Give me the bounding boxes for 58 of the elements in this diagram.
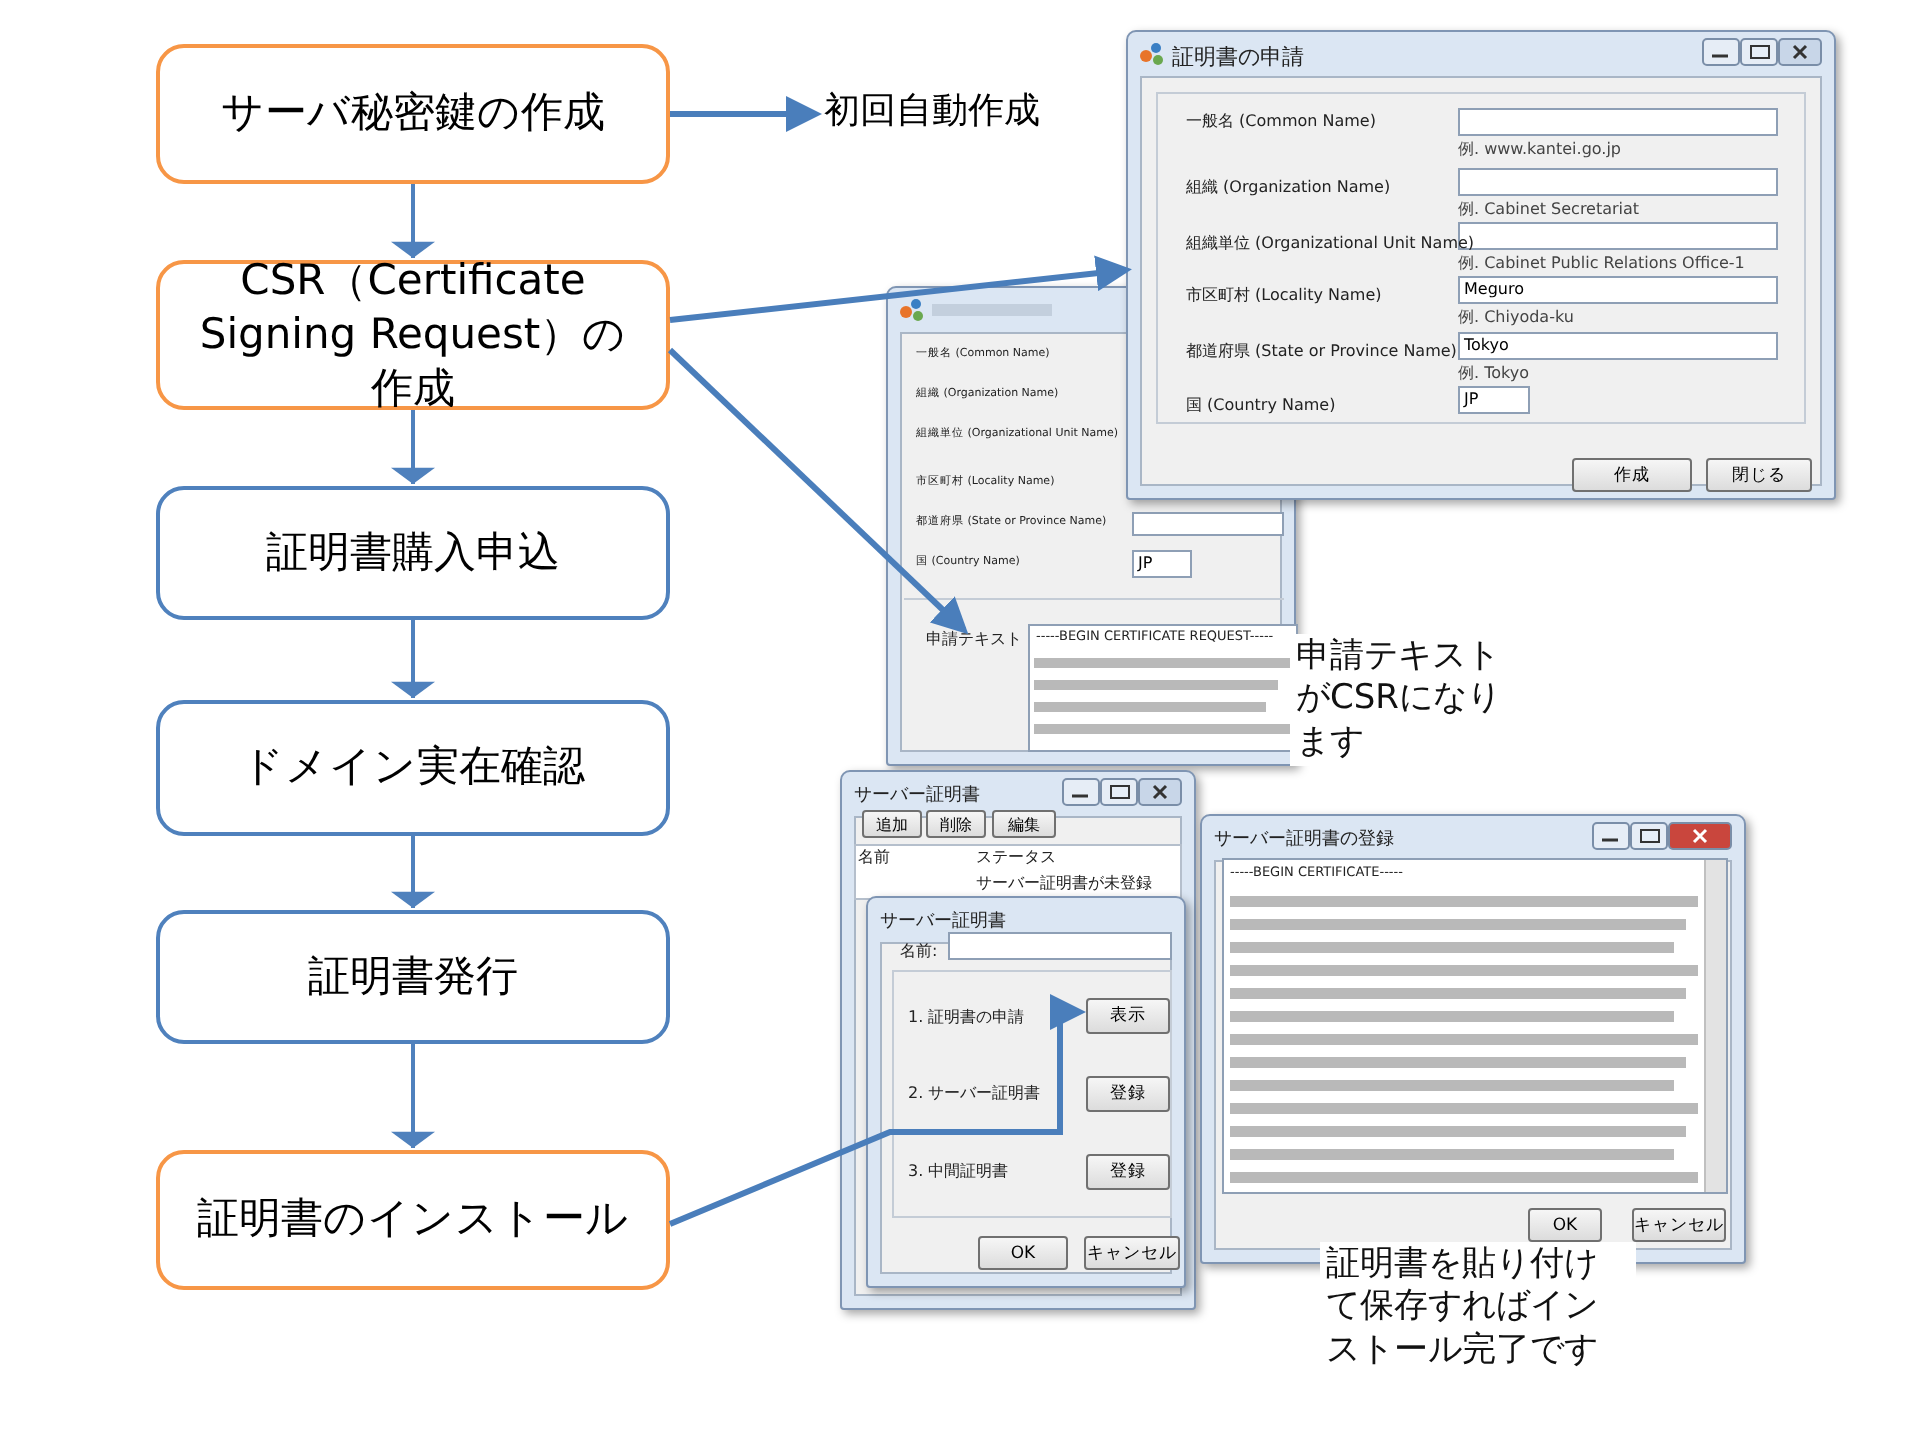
arrow [669,255,1132,323]
arrow [670,96,822,132]
field-label: 組織単位 (Organizational Unit Name) [1186,234,1475,254]
dialog-window [840,770,1196,1310]
example-text: 例. Cabinet Public Relations Office-1 [1458,254,1745,274]
down-arrow [391,620,435,698]
dialog-button: 表示 [1086,998,1170,1034]
example-text: 例. Chiyoda-ku [1458,308,1574,328]
step-text: 初回自動作成 [824,86,1104,142]
field-label: 一般名 (Common Name) [1186,112,1376,132]
dialog-button: OK [978,1236,1068,1270]
field-label: 組織 (Organization Name) [1186,178,1391,198]
window-title: サーバー証明書 [854,783,980,808]
dialog-window [866,896,1186,1288]
window-title: サーバー証明書の登録 [1214,827,1394,852]
example-text: 例. Cabinet Secretariat [1458,200,1640,220]
arrow [668,994,1086,1227]
process-box: 証明書のインストール [156,1150,670,1290]
dialog-button: OK [1528,1208,1602,1242]
input-field: Tokyo [1458,332,1778,360]
input-field: Meguro [1458,276,1778,304]
down-arrow [391,836,435,908]
dialog-button: 作成 [1572,458,1692,492]
arrow [667,347,969,635]
field-label: 3. 中間証明書 [908,1162,1009,1182]
table-cell: サーバー証明書が未登録 [976,874,1152,894]
toolbar-button: 削除 [926,810,986,838]
down-arrow [391,410,435,484]
example-text: 例. www.kantei.go.jp [1458,140,1621,160]
dropdown: JP [1458,386,1530,414]
process-box: ドメイン実在確認 [156,700,670,836]
process-box: CSR（Certificate Signing Request）の作成 [156,260,670,410]
process-box: 証明書購入申込 [156,486,670,620]
example-text: 例. Tokyo [1458,364,1529,384]
process-box: サーバ秘密鍵の作成 [156,44,670,184]
toolbar-button: 編集 [992,810,1056,838]
field-label: 名前: [900,942,938,962]
toolbar-button: 追加 [862,810,922,838]
dropdown: JP [1132,550,1192,578]
dialog-button: キャンセル [1084,1236,1180,1270]
table-header: 名前 [858,848,890,868]
dialog-button: 閉じる [1706,458,1812,492]
field-label: 申請テキスト [926,630,1018,656]
dialog-button: キャンセル [1632,1208,1726,1242]
field-label: 都道府県 (State or Province Name) [1186,342,1457,362]
window-title: 証明書の申請 [1172,42,1304,72]
dialog-window [1126,30,1836,500]
field-label: 国 (Country Name) [1186,396,1336,416]
dialog-button: 登録 [1086,1076,1170,1112]
window-title: サーバー証明書 [880,909,1006,934]
field-label: 2. サーバー証明書 [908,1084,1041,1104]
field-label: 市区町村 (Locality Name) [1186,286,1382,306]
down-arrow [391,1044,435,1148]
process-box: 証明書発行 [156,910,670,1044]
dialog-button: 登録 [1086,1154,1170,1190]
field-label: 1. 証明書の申請 [908,1008,1025,1028]
down-arrow [391,184,435,258]
table-header: ステータス [976,848,1056,868]
